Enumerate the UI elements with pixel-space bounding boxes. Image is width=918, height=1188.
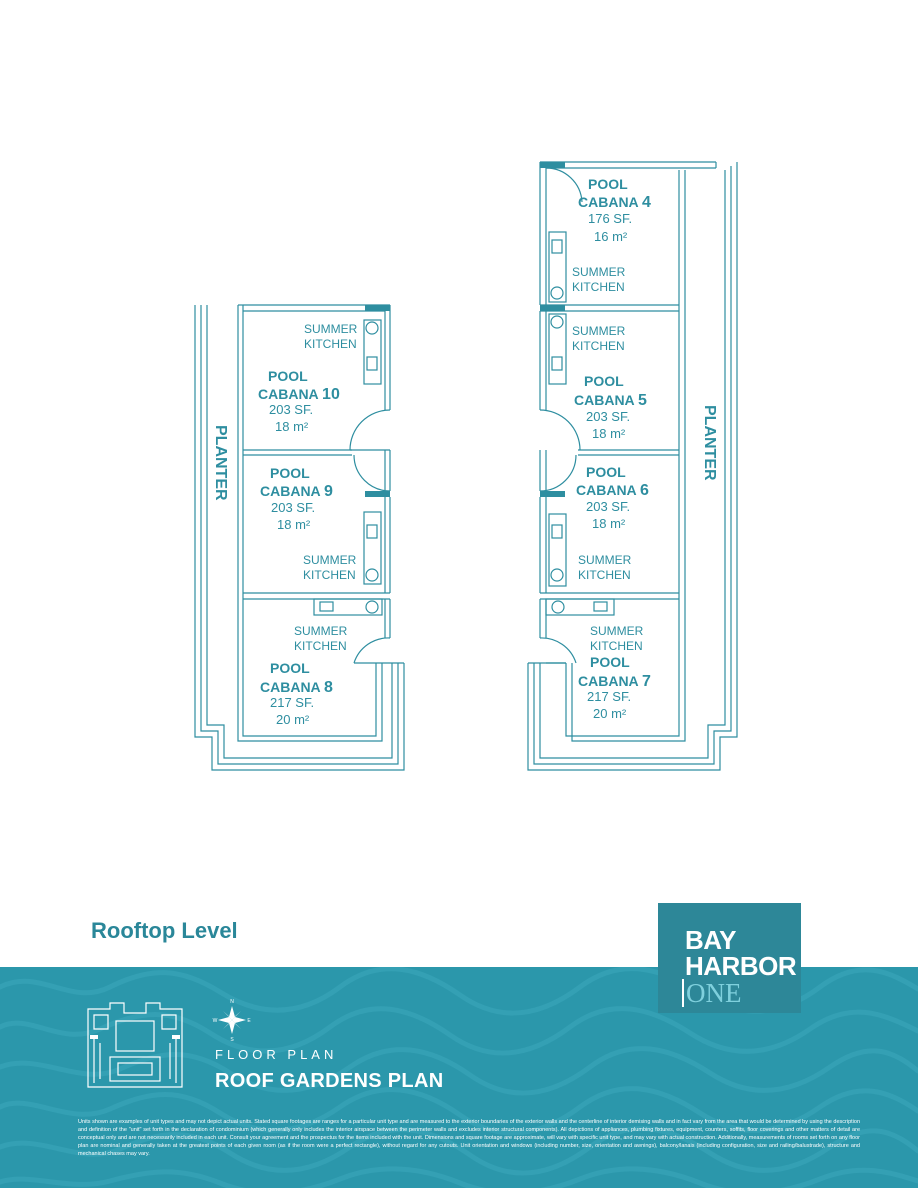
room-title: POOL (588, 176, 628, 192)
room-cabana-5: SUMMER KITCHEN POOL CABANA 5 203 SF. 18 … (572, 324, 647, 441)
kitchen-label: KITCHEN (590, 639, 643, 653)
room-title: POOL (270, 465, 310, 481)
logo-line: BAY (685, 925, 737, 955)
kitchen-label: KITCHEN (294, 639, 347, 653)
compass-e: E (247, 1018, 251, 1024)
kitchen-label: SUMMER (590, 624, 644, 638)
logo-subline: ONE (682, 979, 801, 1007)
room-area-m2: 18 m² (592, 516, 626, 531)
wave-pattern (0, 967, 918, 1188)
key-plan-thumbnail (87, 1002, 183, 1088)
kitchen-label: KITCHEN (578, 568, 631, 582)
kitchen-label: KITCHEN (572, 280, 625, 294)
room-area-m2: 18 m² (275, 419, 309, 434)
room-area-m2: 16 m² (594, 229, 628, 244)
room-title: POOL (584, 373, 624, 389)
room-title: CABANA 6 (576, 482, 649, 499)
room-cabana-4: POOL CABANA 4 176 SF. 16 m² SUMMER KITCH… (572, 176, 651, 294)
compass-s: S (230, 1037, 234, 1042)
brand-logo: BAY HARBOR ONE (658, 903, 801, 1013)
planter-label-right: PLANTER (701, 405, 718, 481)
kitchen-label: SUMMER (578, 553, 632, 567)
floor-plan-title: ROOF GARDENS PLAN (215, 1070, 444, 1092)
room-title: CABANA 7 (578, 673, 651, 690)
disclaimer-text: Units shown are examples of unit types a… (78, 1119, 860, 1157)
room-area-sf: 217 SF. (587, 689, 631, 704)
room-title: CABANA 4 (578, 194, 651, 211)
kitchen-label: SUMMER (572, 324, 626, 338)
room-area-m2: 18 m² (277, 517, 311, 532)
room-title: POOL (590, 654, 630, 670)
room-area-m2: 20 m² (276, 712, 310, 727)
kitchen-label: KITCHEN (572, 339, 625, 353)
room-area-m2: 20 m² (593, 706, 627, 721)
kitchen-label: KITCHEN (304, 337, 357, 351)
room-title: POOL (268, 368, 308, 384)
room-cabana-8: SUMMER KITCHEN POOL CABANA 8 217 SF. 20 … (260, 624, 348, 727)
room-title: CABANA 9 (260, 483, 333, 500)
room-area-sf: 203 SF. (586, 499, 630, 514)
room-area-sf: 203 SF. (269, 402, 313, 417)
kitchen-label: SUMMER (304, 322, 358, 336)
planter-label-left: PLANTER (212, 425, 229, 501)
kitchen-label: SUMMER (572, 265, 626, 279)
kitchen-label: SUMMER (303, 553, 357, 567)
room-title: CABANA 8 (260, 679, 333, 696)
room-area-sf: 217 SF. (270, 695, 314, 710)
logo-line: HARBOR (685, 951, 797, 981)
floor-plan-label: FLOOR PLAN (215, 1047, 338, 1062)
floor-plan: PLANTER PLANTER POOL CABANA 4 176 SF. 16… (194, 161, 738, 771)
kitchen-label: SUMMER (294, 624, 348, 638)
room-title: CABANA 10 (258, 386, 340, 403)
room-cabana-10: SUMMER KITCHEN POOL CABANA 10 203 SF. 18… (258, 322, 358, 434)
room-cabana-7: SUMMER KITCHEN POOL CABANA 7 217 SF. 20 … (578, 624, 651, 721)
room-cabana-6: POOL CABANA 6 203 SF. 18 m² SUMMER KITCH… (576, 464, 649, 582)
room-area-m2: 18 m² (592, 426, 626, 441)
room-area-sf: 176 SF. (588, 211, 632, 226)
kitchen-label: KITCHEN (303, 568, 356, 582)
room-area-sf: 203 SF. (271, 500, 315, 515)
room-area-sf: 203 SF. (586, 409, 630, 424)
compass-w: W (213, 1018, 218, 1024)
room-title: CABANA 5 (574, 392, 647, 409)
compass-n: N (230, 999, 234, 1005)
room-title: POOL (586, 464, 626, 480)
level-title: Rooftop Level (91, 918, 238, 943)
room-cabana-9: POOL CABANA 9 203 SF. 18 m² SUMMER KITCH… (260, 465, 357, 582)
room-title: POOL (270, 660, 310, 676)
compass-icon: N E S W (213, 999, 252, 1042)
